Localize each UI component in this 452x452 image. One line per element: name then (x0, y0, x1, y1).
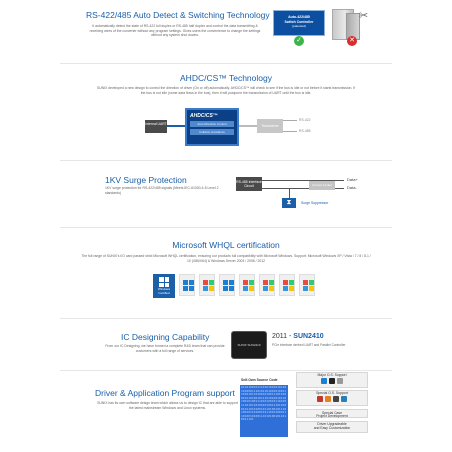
suppressor-connector-line (289, 188, 290, 198)
transceiver-block: Transceiver (257, 119, 283, 133)
special-os-support-label: Special O.S. Support (316, 391, 348, 395)
windows-logos-row: Windows Certified (153, 274, 315, 298)
project-development-label: Project Development (316, 413, 348, 418)
special-case-box: Special Case Project Development (296, 409, 368, 418)
auto-detect-title: RS-422/485 Auto Detect & Switching Techn… (86, 10, 270, 20)
auto-detect-description: It automatically detect the state of RS-… (89, 24, 261, 38)
easy-customization-label: and Easy Customization (313, 426, 351, 431)
section-divider (60, 63, 392, 64)
rs485-label: RS-485 (299, 129, 311, 133)
os-logo-icon (333, 396, 339, 403)
data-plus-label: Data+ (347, 177, 358, 182)
windows-7-icon (199, 274, 215, 296)
ahdc-chip-name: AHDC/CS™ (190, 113, 218, 119)
current-limiter-block: Current Limiter (309, 181, 335, 190)
major-os-support-box: Major O.S. Support (296, 372, 368, 388)
tools-icon: ✂ (359, 10, 369, 22)
ic-year-model: 2011 - SUN2410 (272, 333, 324, 340)
ic-design-description: From our IC Designing, we have formed a … (105, 344, 225, 353)
ahdc-title: AHDC/CS™ Technology (180, 73, 272, 83)
rs485-interface-block: RS-485 Interface Circuit (236, 177, 262, 191)
windows-server-2008-icon (259, 274, 275, 296)
windows-certified-icon: Windows Certified (153, 274, 175, 298)
ic-chip-icon: SUNIX SUN2410 (232, 332, 266, 358)
ic-model: SUN2410 (293, 333, 324, 340)
ic-model-description: PCIe interface derived UART and Parallel… (272, 343, 346, 347)
windows-vista-icon (239, 274, 255, 296)
windows-server-2003-icon (299, 274, 315, 296)
special-case-label: Special Case (322, 410, 342, 415)
driver-support-title: Driver & Application Program support (95, 388, 235, 398)
special-os-support-box: Special O.S. Support (296, 390, 368, 406)
chip-connector-line (239, 125, 257, 127)
driver-upgrade-box: Driver Upgradeable and Easy Customizatio… (296, 421, 368, 433)
os-logo-icon (341, 396, 347, 403)
os-logo-icon (317, 396, 323, 403)
windows-xp-icon (279, 274, 295, 296)
ahdc-chip-block: AHDC/CS™ Auto Direction Control Collisio… (185, 108, 239, 146)
internal-uart-block: Internal UART (145, 120, 167, 133)
windows-8-icon (179, 274, 195, 296)
transceiver-output-lines (283, 120, 297, 132)
source-code-label: Self-Own Source Code (241, 378, 278, 382)
collision-avoidance-bar: Collision Avoidance (190, 129, 234, 135)
linux-icon (329, 378, 335, 385)
switch-controller-badge: Auto-422/485 Switch Controller (patented… (273, 10, 325, 36)
windows-server-icon (219, 274, 235, 296)
surge-protection-description: 1KV surge protection for RS-422/485 sign… (105, 186, 219, 195)
auto-direction-control-bar: Auto Direction Control (190, 121, 234, 127)
os-logo-icon (325, 396, 331, 403)
source-code-block: 0110100101110101001010110101000111010110… (240, 385, 288, 437)
check-icon: ✓ (294, 36, 304, 46)
surge-suppressor-label: Surge Suppressor (301, 201, 329, 205)
switch-controller-line2: Switch Controller (284, 19, 314, 24)
switch-controller-line1: Auto-422/485 (288, 15, 310, 19)
major-os-support-label: Major O.S. Support (317, 373, 347, 377)
data-minus-line (262, 188, 344, 189)
windows-certified-label: Windows Certified (157, 287, 171, 295)
whql-title: Microsoft WHQL certification (172, 240, 280, 250)
ic-design-title: IC Designing Capability (121, 332, 210, 342)
section-divider (60, 370, 392, 371)
driver-upgradeable-label: Driver Upgradeable (317, 422, 347, 426)
whql-description: The full range of SUNIX's I/O card passe… (81, 254, 371, 263)
rs422-label: RS-422 (299, 118, 311, 122)
driver-support-description: SUNIX has its own software design team w… (97, 401, 238, 410)
windows-icon (321, 378, 327, 385)
apple-icon (337, 378, 343, 385)
ahdc-description: SUNIX developed a new design to control … (96, 86, 356, 95)
x-icon: ✕ (347, 36, 357, 46)
data-plus-line (262, 180, 344, 181)
special-os-logos (297, 396, 367, 403)
switch-controller-patented: (patented) (292, 24, 306, 29)
major-os-logos (297, 378, 367, 385)
surge-suppressor-icon: ⧗ (282, 198, 296, 208)
section-divider (60, 160, 392, 161)
section-divider (60, 227, 392, 228)
section-divider (60, 318, 392, 319)
ic-year: 2011 - (272, 333, 294, 340)
surge-protection-title: 1KV Surge Protection (105, 175, 187, 185)
uart-connector-line (167, 125, 185, 127)
data-minus-label: Data- (347, 185, 357, 190)
